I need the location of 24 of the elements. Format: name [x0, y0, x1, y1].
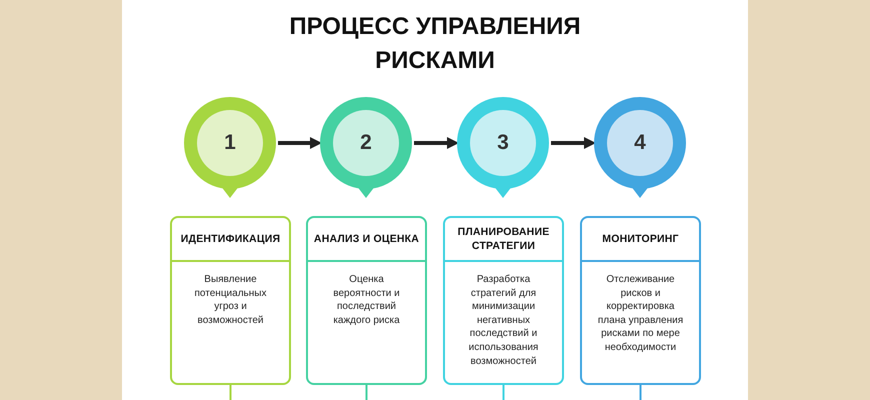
step-card — [443, 216, 564, 385]
connector-line — [230, 385, 232, 400]
step-number: 3 — [497, 131, 509, 156]
arrow — [551, 137, 596, 149]
step-number: 2 — [360, 131, 372, 156]
step-card — [580, 216, 701, 385]
step-description: Разработка стратегий для минимизации негативных последствий и использования возможностей — [468, 274, 538, 367]
arrow — [278, 137, 322, 149]
title: ПРОЦЕСС УПРАВЛЕНИЯ РИСКАМИ — [288, 12, 582, 76]
connector-line — [366, 385, 368, 400]
step-number: 4 — [634, 131, 646, 156]
step-heading: ИДЕНТИФИКАЦИЯ — [180, 232, 280, 246]
step-number: 1 — [224, 131, 236, 156]
step-card — [170, 216, 291, 385]
step-card — [306, 216, 427, 385]
step-heading: МОНИТОРИНГ — [602, 232, 679, 246]
connector-line — [502, 385, 504, 400]
arrow — [414, 137, 459, 149]
step-heading: АНАЛИЗ И ОЦЕНКА — [314, 232, 420, 246]
connector-line — [640, 385, 642, 400]
step-description: Оценка вероятности и последствий каждого риска — [333, 274, 400, 326]
step-description: Отслеживание рисков и корректировка плана управления рисками по мере необходимости — [598, 274, 684, 353]
step-heading: ПЛАНИРОВАНИЕ СТРАТЕГИИ — [456, 225, 550, 253]
step-description: Выявление потенциальных угроз и возможностей — [194, 274, 266, 326]
